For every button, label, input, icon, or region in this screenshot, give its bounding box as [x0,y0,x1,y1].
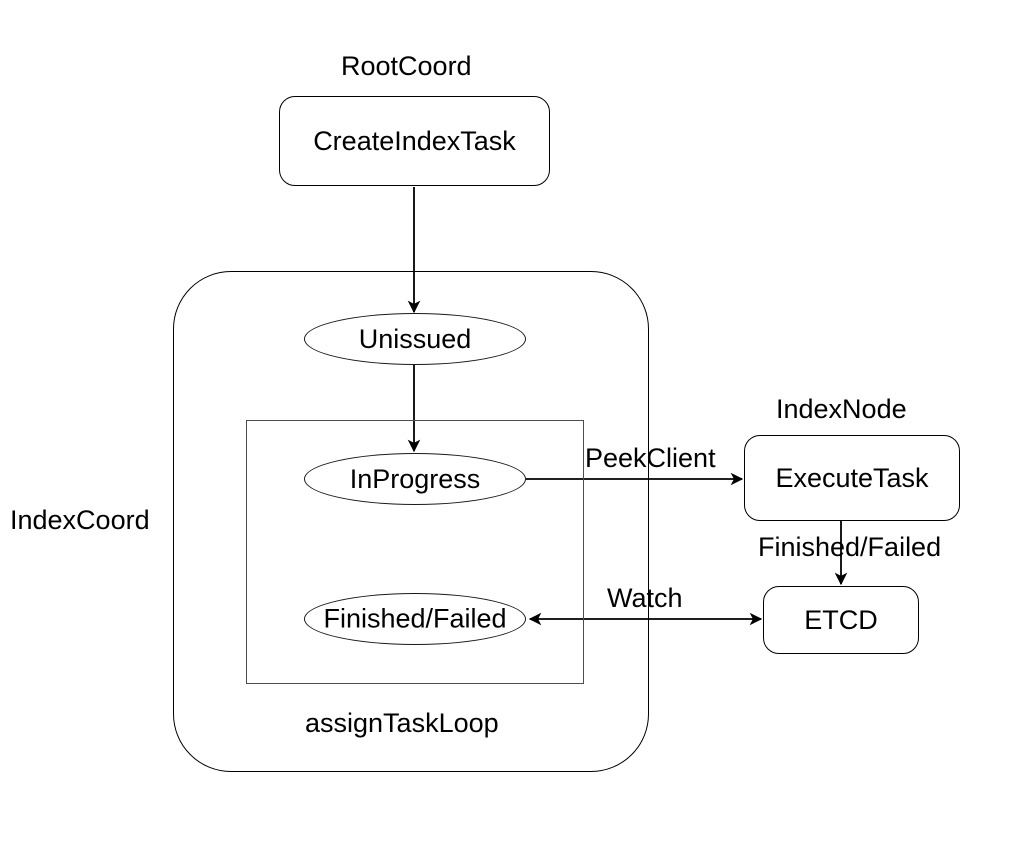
container-assign-task-loop [246,420,584,684]
node-create-index-task[interactable]: CreateIndexTask [279,96,550,186]
edge-label-peek-client: PeekClient [585,443,716,473]
node-in-progress-label: InProgress [349,463,481,494]
indexcoord-label: IndexCoord [10,505,150,535]
rootcoord-label: RootCoord [341,51,472,81]
indexnode-label: IndexNode [776,394,907,424]
node-in-progress[interactable]: InProgress [304,453,526,505]
node-create-index-task-label: CreateIndexTask [313,125,516,156]
node-finished-failed[interactable]: Finished/Failed [304,593,526,645]
edge-label-finished-failed: Finished/Failed [758,532,942,562]
node-etcd-label: ETCD [804,604,878,635]
node-etcd[interactable]: ETCD [763,586,919,654]
node-execute-task-label: ExecuteTask [775,462,929,493]
node-finished-failed-label: Finished/Failed [323,603,507,634]
container-index-coord [173,271,649,772]
edge-label-watch: Watch [607,583,683,613]
node-unissued[interactable]: Unissued [304,313,526,365]
node-execute-task[interactable]: ExecuteTask [744,435,960,521]
node-unissued-label: Unissued [358,323,472,354]
assign-task-loop-label: assignTaskLoop [305,708,499,738]
